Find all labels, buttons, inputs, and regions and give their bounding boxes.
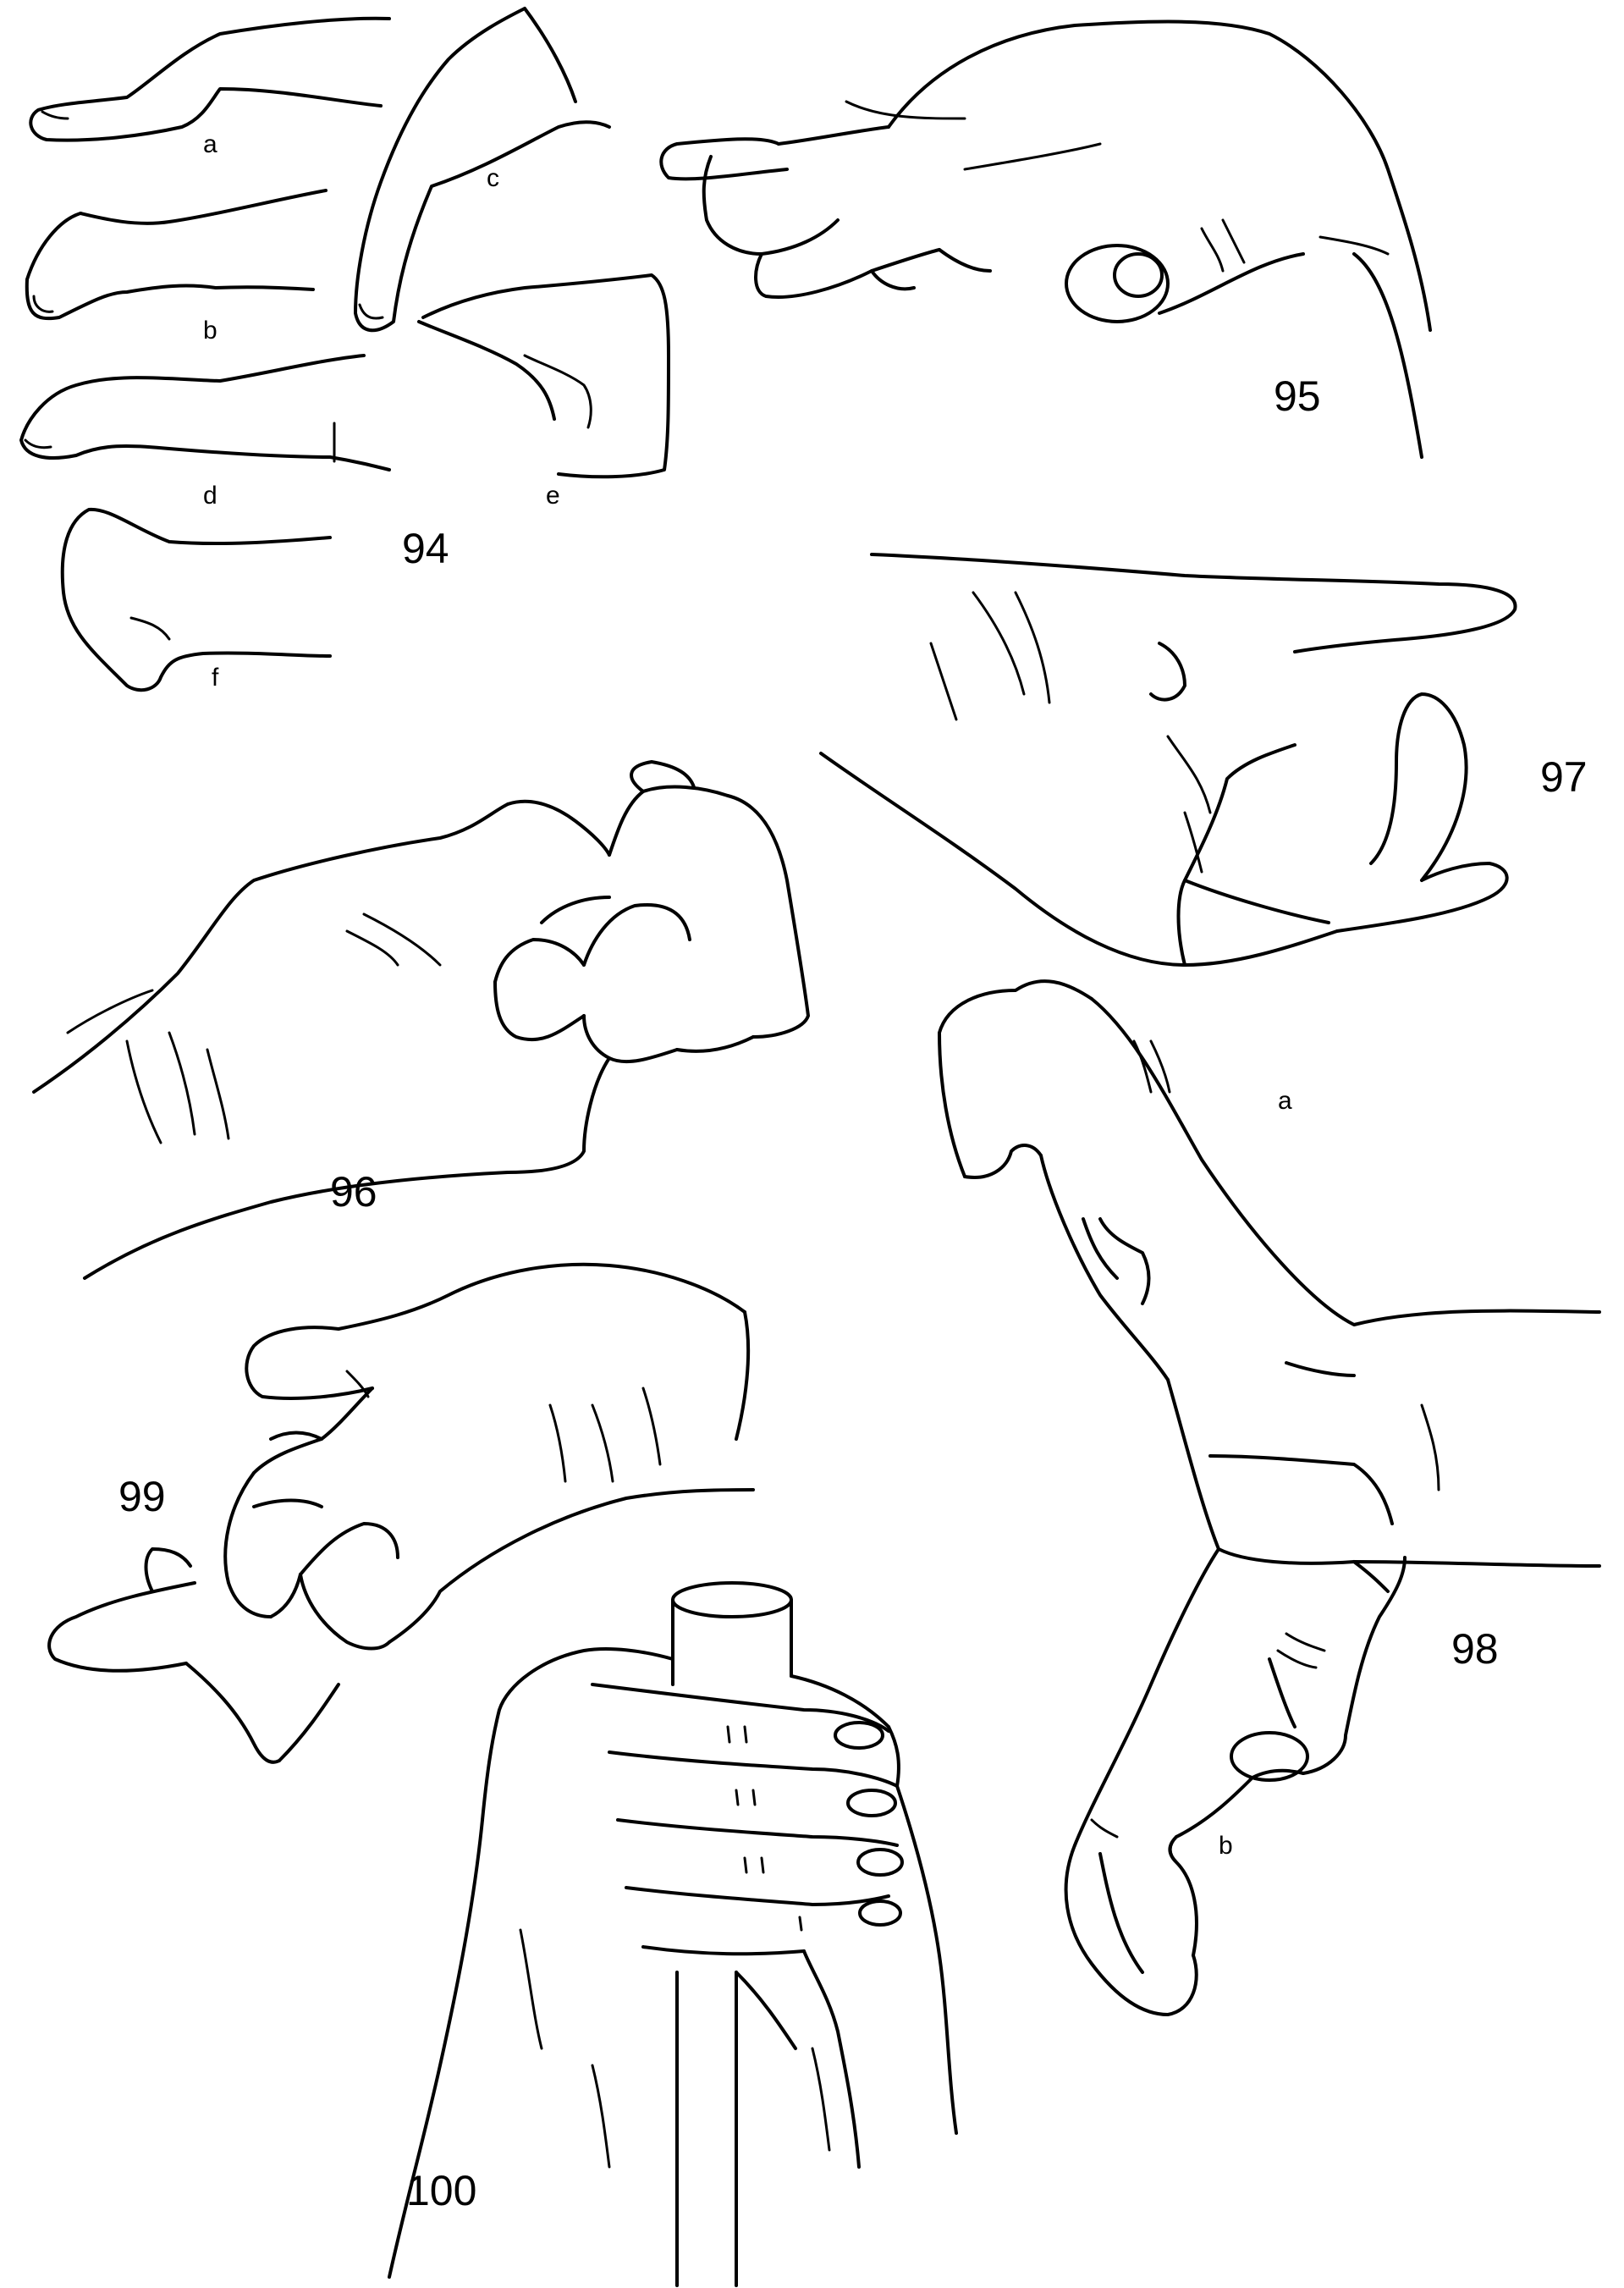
figure-95: 95 xyxy=(659,19,1432,459)
figure-94e-label: e xyxy=(546,482,560,510)
figure-99-label: 99 xyxy=(118,1473,166,1520)
hand-drawing-97 xyxy=(819,553,1517,967)
figure-94a-label: a xyxy=(203,130,217,158)
finger-sketch-94a xyxy=(29,16,391,142)
figure-94d-label: d xyxy=(203,482,217,510)
figure-98b-label: b xyxy=(1219,1832,1233,1860)
hand-drawing-96 xyxy=(32,760,810,1280)
hand-drawing-100 xyxy=(388,1581,958,2287)
hand-drawing-99 xyxy=(47,1262,755,1764)
hand-drawing-95 xyxy=(659,19,1432,459)
finger-sketch-94e xyxy=(417,273,670,479)
figure-100: 100 xyxy=(388,1581,958,2287)
figure-97: 97 xyxy=(819,553,1588,967)
figure-97-label: 97 xyxy=(1540,753,1588,801)
figure-95-label: 95 xyxy=(1274,372,1321,420)
hand-drawing-98b xyxy=(1064,1547,1407,2016)
figure-98a-label: a xyxy=(1278,1087,1292,1115)
figure-94c-label: c xyxy=(487,164,499,192)
figure-96: 96 xyxy=(32,760,810,1280)
finger-sketch-94f xyxy=(60,507,332,692)
figure-94b-label: b xyxy=(203,317,217,345)
figure-100-label: 100 xyxy=(406,2167,476,2214)
figure-98: a b 98 xyxy=(938,979,1601,2016)
finger-sketch-94d xyxy=(19,354,391,471)
figure-98-label: 98 xyxy=(1451,1625,1499,1673)
figure-94f-label: f xyxy=(212,664,219,692)
figure-94: a b c d e f 94 xyxy=(19,7,670,692)
finger-sketch-94c xyxy=(354,7,611,333)
figure-94-label: 94 xyxy=(402,525,449,572)
finger-sketch-94b xyxy=(25,189,328,321)
figure-96-label: 96 xyxy=(330,1168,377,1216)
hand-drawing-98a xyxy=(938,979,1601,1568)
figure-99: 99 xyxy=(47,1262,755,1764)
